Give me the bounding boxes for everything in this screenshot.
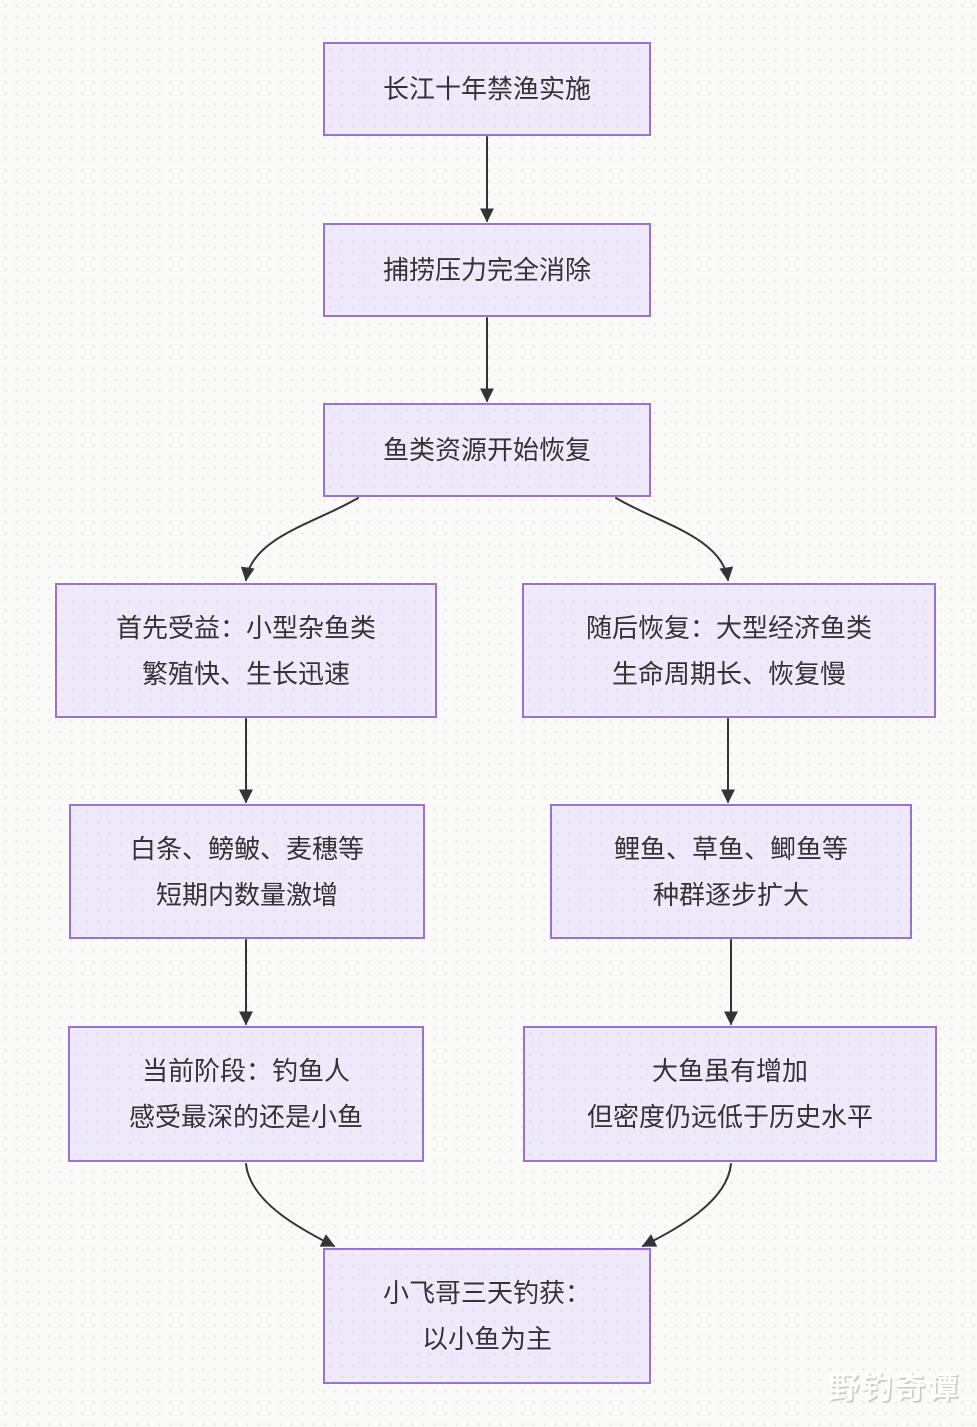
flow-node-fishing-ban-implemented: 长江十年禁渔实施 bbox=[323, 42, 651, 136]
node-text: 但密度仍远低于历史水平 bbox=[586, 1102, 873, 1132]
node-text: 当前阶段：钓鱼人 bbox=[141, 1056, 350, 1086]
node-text: 感受最深的还是小鱼 bbox=[128, 1102, 363, 1132]
node-text: 白条、鳑鲏、麦穗等 bbox=[129, 833, 364, 864]
flow-node-big-fish-density-still-low: 大鱼虽有增加 但密度仍远低于历史水平 bbox=[523, 1026, 937, 1162]
arrow-c-to-d bbox=[240, 497, 359, 582]
flow-node-small-fish-benefit-first: 首先受益：小型杂鱼类 繁殖快、生长迅速 bbox=[55, 583, 437, 718]
flow-node-small-species-surge: 白条、鳑鲏、麦穗等 短期内数量激增 bbox=[69, 804, 425, 939]
node-text: 生命周期长、恢复慢 bbox=[611, 658, 846, 689]
node-text: 以小鱼为主 bbox=[421, 1324, 552, 1354]
arrow-h-to-j bbox=[245, 1163, 336, 1247]
arrow-c-to-e bbox=[615, 497, 734, 582]
node-text: 小飞哥三天钓获： bbox=[382, 1278, 591, 1308]
flow-node-fishing-pressure-removed: 捕捞压力完全消除 bbox=[323, 223, 651, 317]
flow-node-large-species-expand: 鲤鱼、草鱼、鲫鱼等 种群逐步扩大 bbox=[550, 804, 912, 939]
watermark-text: 野钓奇谭 bbox=[829, 1372, 961, 1405]
flow-node-fish-resources-recovering: 鱼类资源开始恢复 bbox=[323, 403, 651, 497]
node-text: 随后恢复：大型经济鱼类 bbox=[585, 612, 872, 643]
node-text: 长江十年禁渔实施 bbox=[382, 74, 591, 104]
node-text: 大鱼虽有增加 bbox=[651, 1056, 808, 1086]
arrow-i-to-j bbox=[641, 1163, 732, 1247]
node-text: 首先受益：小型杂鱼类 bbox=[115, 612, 376, 643]
node-text: 种群逐步扩大 bbox=[652, 879, 809, 910]
flow-node-large-fish-recover-later: 随后恢复：大型经济鱼类 生命周期长、恢复慢 bbox=[522, 583, 936, 718]
node-text: 鱼类资源开始恢复 bbox=[382, 435, 591, 465]
node-text: 鲤鱼、草鱼、鲫鱼等 bbox=[613, 833, 848, 864]
flow-node-catch-mainly-small-fish: 小飞哥三天钓获： 以小鱼为主 bbox=[323, 1248, 651, 1384]
node-text: 短期内数量激增 bbox=[155, 879, 338, 910]
flow-node-current-stage-small-fish: 当前阶段：钓鱼人 感受最深的还是小鱼 bbox=[68, 1026, 424, 1162]
node-text: 繁殖快、生长迅速 bbox=[141, 658, 350, 689]
node-text: 捕捞压力完全消除 bbox=[382, 255, 591, 285]
